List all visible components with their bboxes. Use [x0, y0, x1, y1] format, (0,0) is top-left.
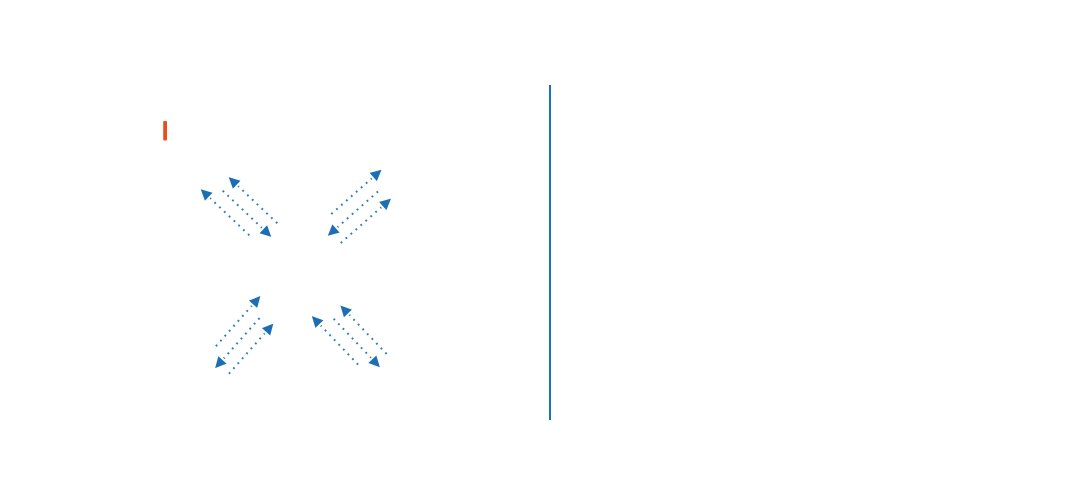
section-divider	[549, 85, 551, 420]
arrowhead-toward-upper-node	[228, 177, 241, 189]
ranging-arrows	[200, 177, 278, 237]
dotted-signal-line	[222, 190, 263, 229]
arrowhead-toward-upper-node	[369, 169, 382, 182]
dotted-signal-line	[223, 317, 261, 360]
ranging-arrows	[327, 169, 392, 244]
dotted-signal-line	[320, 324, 359, 366]
arrowhead-toward-upper-node	[200, 189, 213, 201]
arrowhead-toward-lower-node	[259, 225, 272, 237]
dotted-signal-line	[348, 314, 388, 355]
arrowhead-toward-upper-node	[248, 296, 261, 308]
dotted-signal-line	[209, 197, 251, 237]
arrowhead-toward-upper-node	[261, 323, 274, 336]
dotted-signal-line	[340, 206, 382, 244]
ranging-arrows	[215, 296, 274, 375]
dotted-signal-line	[330, 177, 373, 215]
dotted-signal-line	[336, 190, 379, 228]
antenna-stem	[163, 121, 167, 141]
diagram-rtt	[163, 121, 392, 375]
arrowhead-toward-upper-node	[311, 316, 324, 328]
arrowhead-toward-lower-node	[215, 356, 227, 369]
dotted-signal-line	[332, 318, 372, 359]
anchor-device	[163, 121, 167, 141]
arrowhead-toward-lower-node	[368, 355, 380, 368]
dotted-signal-line	[228, 332, 266, 375]
dotted-signal-line	[215, 305, 253, 347]
arrowhead-toward-lower-node	[327, 224, 340, 236]
dotted-signal-line	[237, 185, 278, 224]
ranging-arrows	[311, 305, 388, 368]
arrowhead-toward-upper-node	[340, 305, 352, 318]
arrowhead-toward-upper-node	[379, 198, 392, 211]
